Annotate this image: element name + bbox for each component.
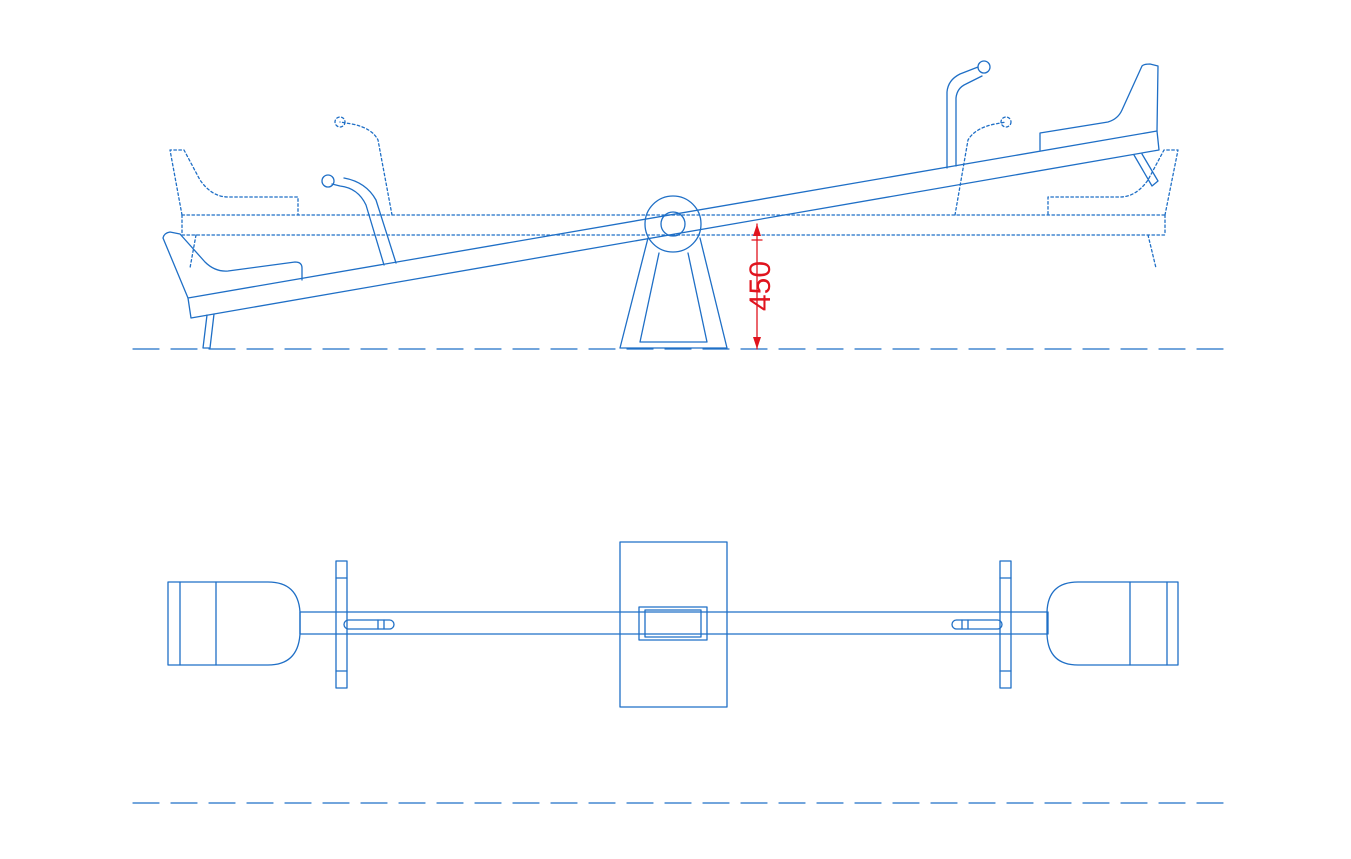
height-dimension: 450 bbox=[744, 223, 777, 350]
pivot-bearing-top bbox=[638, 606, 708, 641]
base-plate-top bbox=[619, 541, 728, 708]
beam-level-position bbox=[169, 116, 1179, 269]
beam-top bbox=[299, 611, 1049, 635]
right-seat-top bbox=[1046, 581, 1179, 666]
top-view bbox=[132, 541, 1236, 804]
left-seat-side bbox=[162, 174, 397, 349]
pivot-stand bbox=[619, 195, 728, 349]
side-view: 450 bbox=[132, 60, 1236, 350]
right-handle-top bbox=[951, 560, 1012, 689]
left-seat-top bbox=[167, 581, 301, 666]
height-dimension-label: 450 bbox=[744, 261, 777, 311]
right-seat-side bbox=[946, 60, 1159, 187]
seesaw-beam bbox=[187, 130, 1160, 319]
left-handle-top bbox=[335, 560, 395, 689]
